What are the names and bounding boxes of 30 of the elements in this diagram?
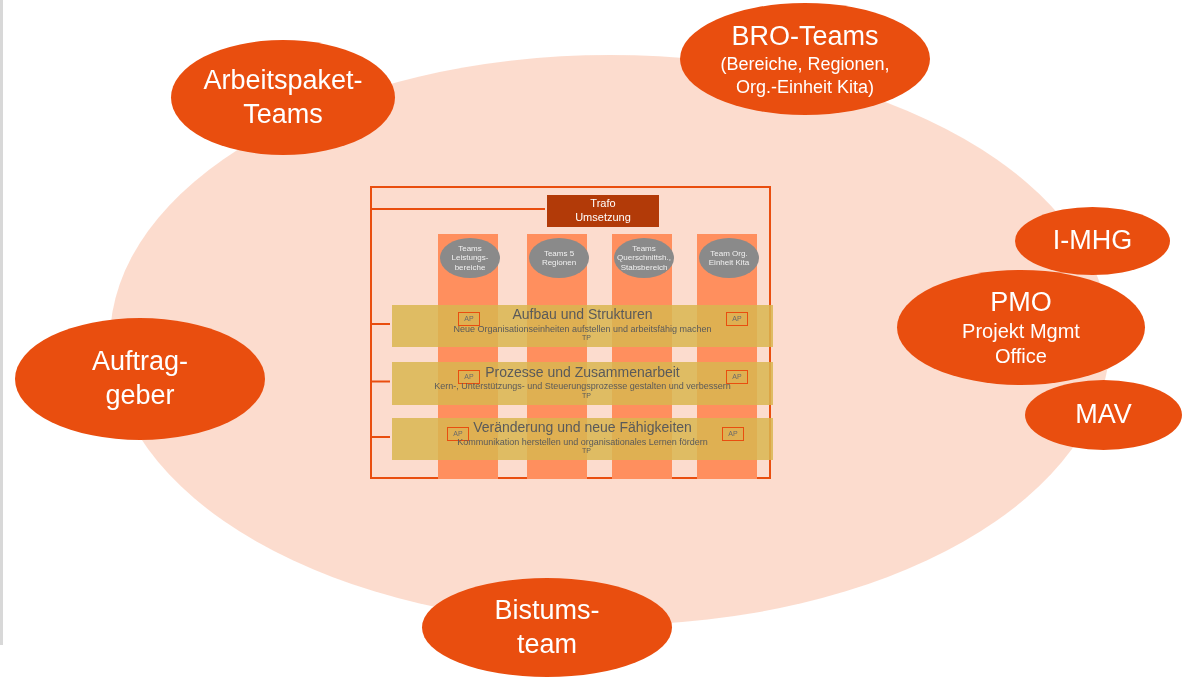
work-package-box <box>722 427 744 441</box>
stakeholder-label: BRO-Teams <box>731 19 879 53</box>
stakeholder-subtitle: Projekt Mgmt Office <box>961 319 1081 370</box>
project-frame <box>370 186 771 479</box>
header-box <box>547 195 659 227</box>
team-label: Team Org. Einheit Kita <box>707 248 751 268</box>
band-description: Neue Organisationseinheiten aufstellen und arbeitsfähig machen <box>453 323 712 335</box>
work-package-box <box>726 312 748 326</box>
stakeholder-subtitle: (Bereiche, Regionen, Org.-Einheit Kita) <box>719 53 891 99</box>
band-title: Prozesse und Zusammenarbeit <box>485 363 680 382</box>
team-label: Teams Querschnittsh., Stabsbereich <box>617 244 671 272</box>
work-package-box <box>458 312 480 326</box>
stakeholder-label: Bistums- team <box>494 593 600 661</box>
subproject-band <box>392 305 773 347</box>
stakeholder-label: I-MHG <box>1052 224 1133 258</box>
team-label: Teams Leistungs- bereiche <box>450 244 490 272</box>
stakeholder-label: PMO <box>990 285 1052 319</box>
team-label: Teams 5 Regionen <box>540 248 578 268</box>
band-description: Kern-, Unterstützungs- und Steuerungsprozesse gestalten und verbessern <box>434 381 731 393</box>
band-description: Kommunikation herstellen und organisationales Lernen fördern <box>457 436 708 448</box>
band-title: Veränderung und neue Fähigkeiten <box>473 419 692 437</box>
work-package-box <box>458 370 480 384</box>
stakeholder-label: Arbeitspaket- Teams <box>203 63 363 131</box>
header-label: Trafo Umsetzung <box>574 197 632 225</box>
work-package-box <box>726 370 748 384</box>
stakeholder-label: Auftrag- geber <box>91 345 188 412</box>
stakeholder-label: MAV <box>1075 398 1132 432</box>
subproject-band <box>392 362 773 405</box>
band-title: Aufbau und Strukturen <box>512 306 653 324</box>
subproject-band <box>392 418 773 460</box>
